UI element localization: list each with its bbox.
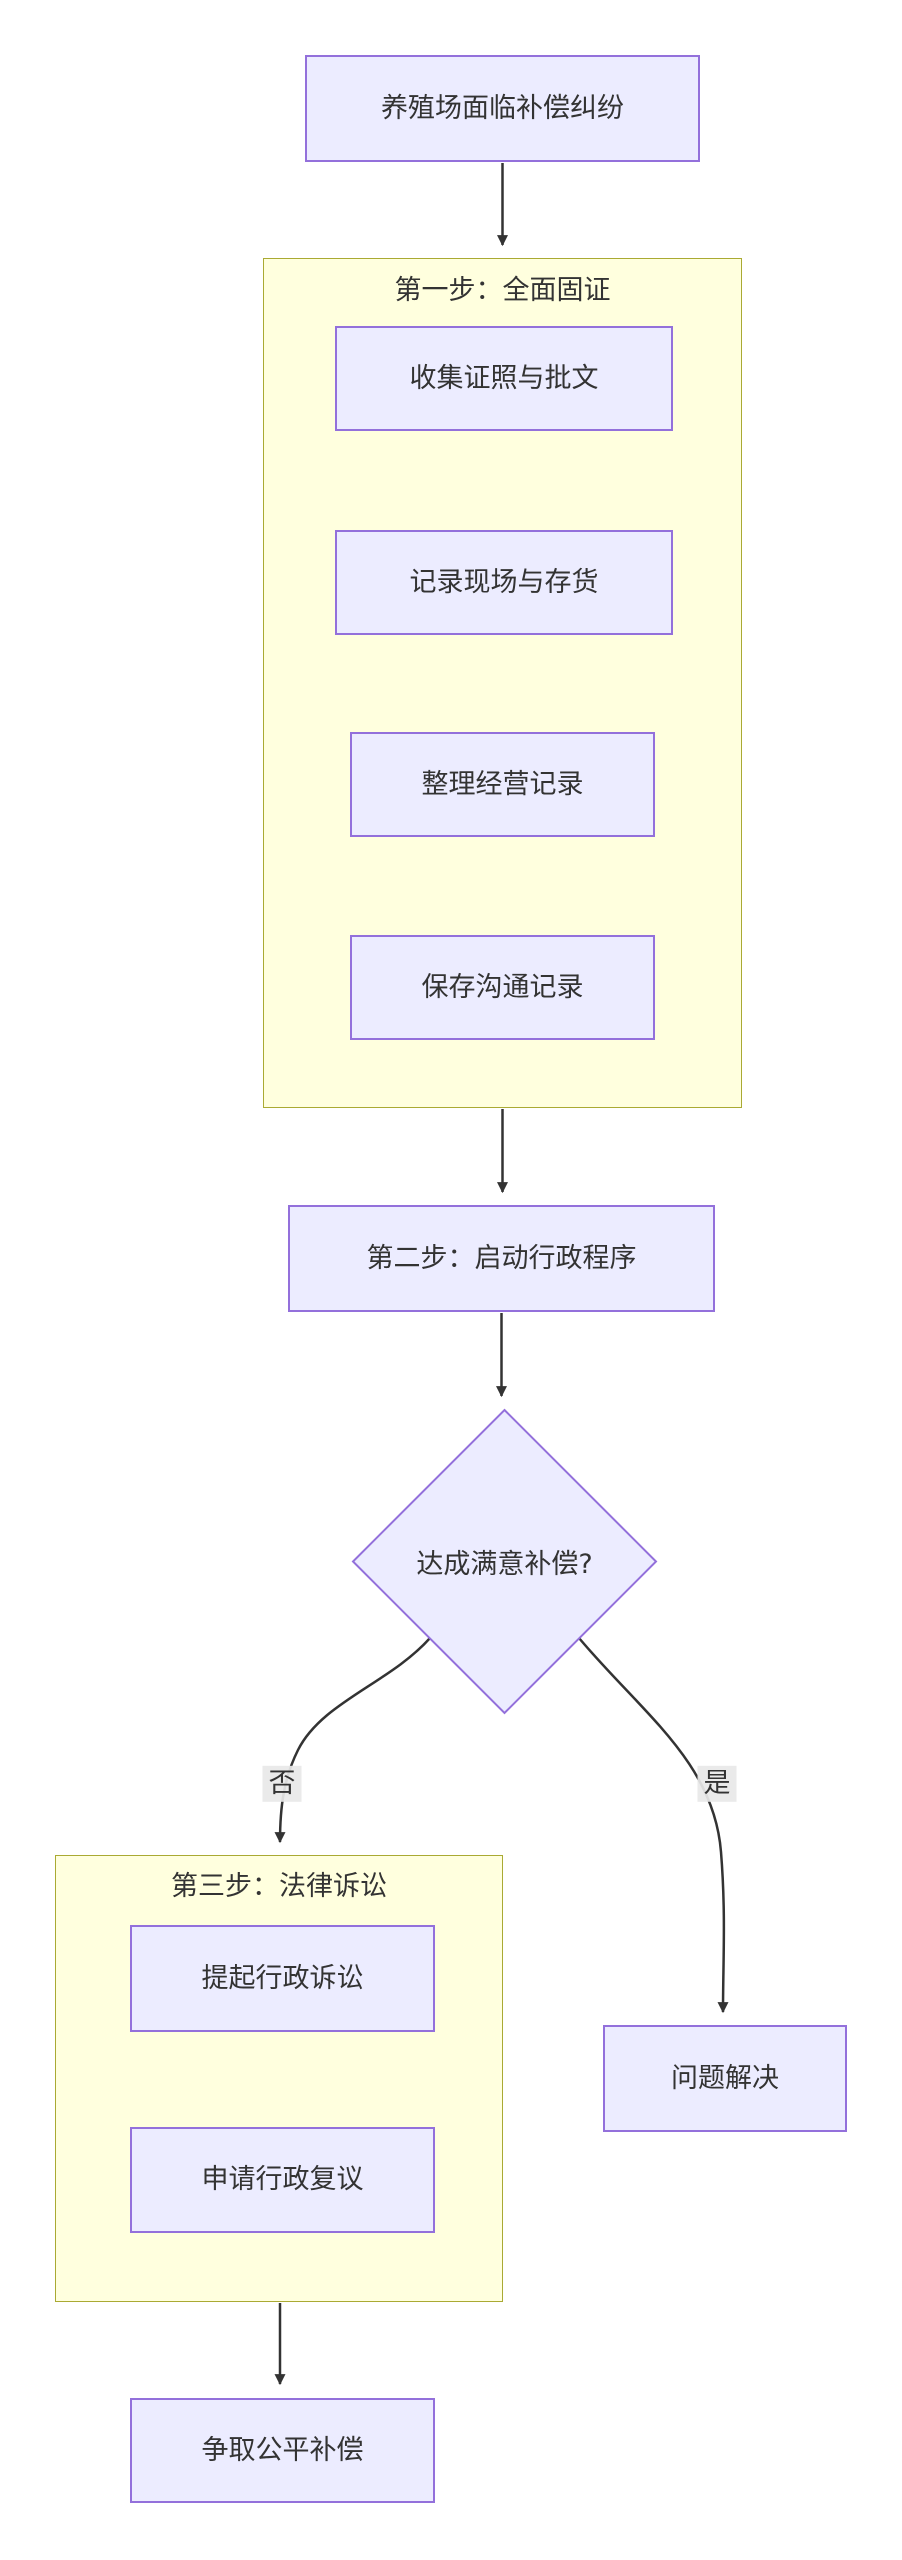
node-file-lawsuit: 提起行政诉讼 bbox=[130, 1925, 435, 2032]
edge-decision-no-to-step3 bbox=[274, 1637, 431, 1844]
edge-label-yes: 是 bbox=[697, 1765, 737, 1803]
node-collect-licenses: 收集证照与批文 bbox=[335, 326, 673, 431]
node-record-site-inventory: 记录现场与存货 bbox=[335, 530, 673, 635]
decision-diamond-label: 达成满意补偿? bbox=[416, 1549, 593, 1580]
node-organize-records: 整理经营记录 bbox=[350, 732, 655, 837]
node-final: 争取公平补偿 bbox=[130, 2398, 435, 2503]
node-save-communications: 保存沟通记录 bbox=[350, 935, 655, 1040]
node-step2: 第二步：启动行政程序 bbox=[288, 1205, 715, 1312]
decision-diamond-shape bbox=[351, 1408, 658, 1715]
cluster-step3-title: 第三步：法律诉讼 bbox=[171, 1871, 387, 1902]
node-start: 养殖场面临补偿纠纷 bbox=[305, 55, 700, 162]
edge-label-no: 否 bbox=[262, 1765, 302, 1803]
cluster-step1-title: 第一步：全面固证 bbox=[394, 275, 611, 306]
node-resolved: 问题解决 bbox=[603, 2025, 847, 2132]
edge-decision-yes-to-resolved bbox=[578, 1637, 729, 2014]
cluster-step3 bbox=[55, 1855, 503, 2302]
node-administrative-review: 申请行政复议 bbox=[130, 2127, 435, 2233]
